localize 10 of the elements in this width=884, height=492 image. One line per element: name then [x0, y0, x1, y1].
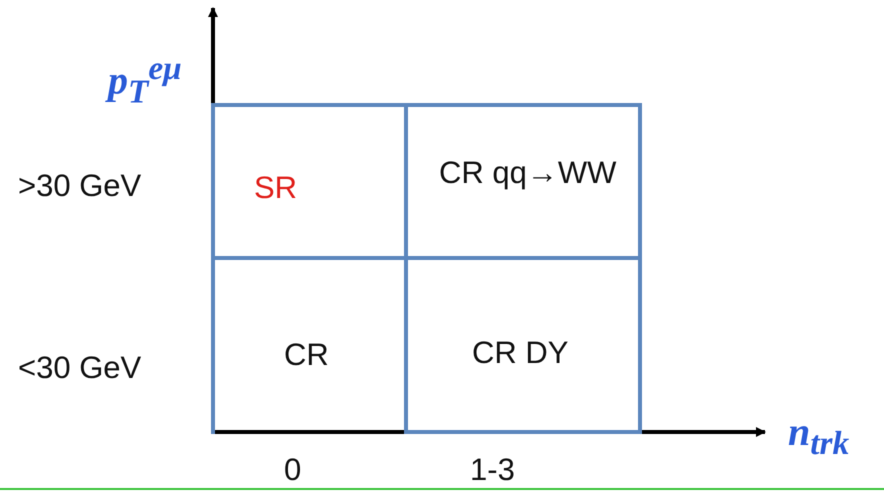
- region-label: SR: [254, 169, 298, 207]
- region-label: CR qq→WW: [439, 154, 618, 192]
- column-label: 1-3: [470, 452, 515, 488]
- region-label: CR DY: [472, 334, 570, 372]
- axis-title: n$_{trk}$: [788, 408, 850, 463]
- column-label: 0: [284, 452, 302, 488]
- row-label: <30 GeV: [18, 350, 142, 386]
- row-label: >30 GeV: [18, 168, 142, 204]
- region-label: CR: [284, 336, 330, 374]
- control-region-cell: [404, 256, 642, 434]
